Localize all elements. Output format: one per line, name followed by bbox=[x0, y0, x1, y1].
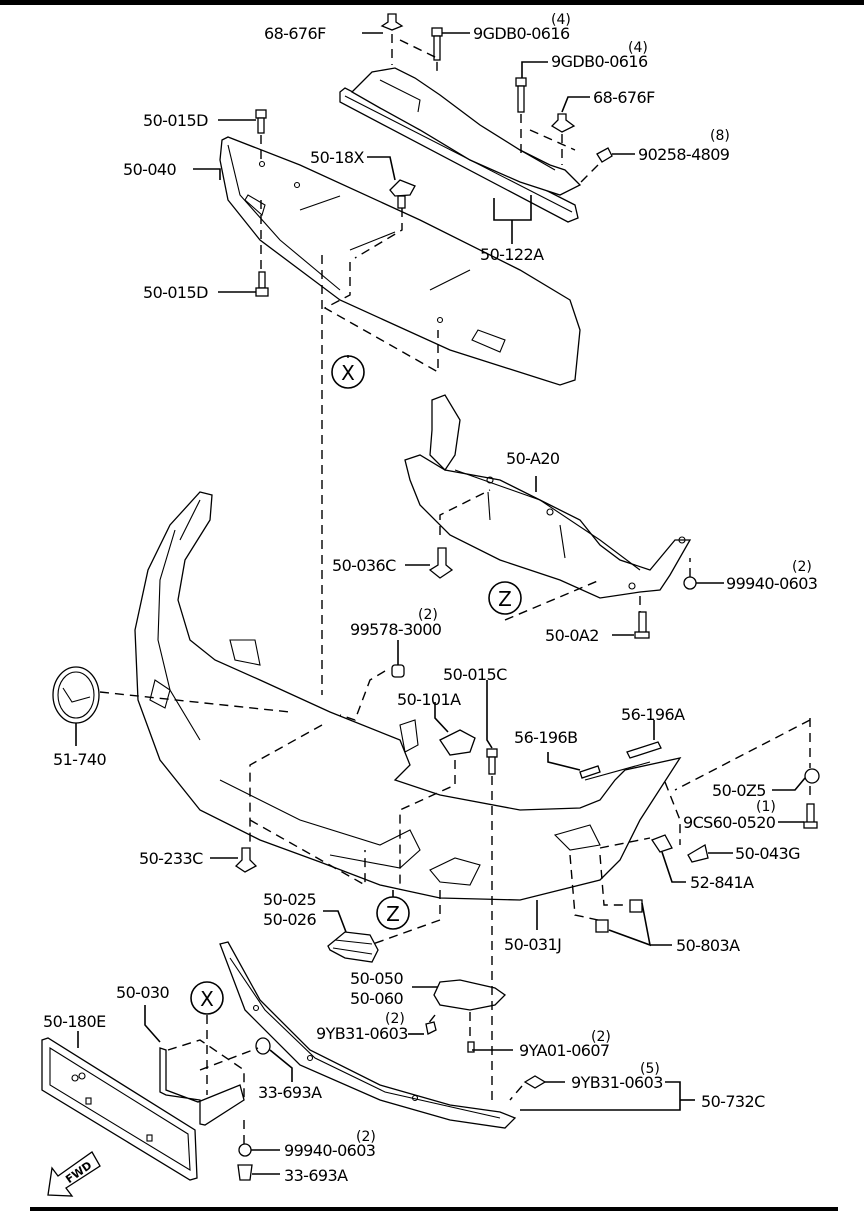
svg-text:Z: Z bbox=[386, 902, 400, 926]
qty-label: (2) bbox=[418, 607, 438, 623]
part-label-33-693A[interactable]: 33-693A bbox=[258, 1083, 323, 1102]
part-label-33-693A[interactable]: 33-693A bbox=[284, 1166, 349, 1185]
fasteners bbox=[234, 13, 820, 1181]
part-label-56-196B[interactable]: 56-196B bbox=[514, 728, 578, 747]
part-label-50-026[interactable]: 50-026 bbox=[263, 910, 317, 929]
part-label-9YA01-0607[interactable]: 9YA01-0607 bbox=[519, 1041, 610, 1060]
part-label-50-036C[interactable]: 50-036C bbox=[332, 556, 397, 575]
part-label-50-0A2[interactable]: 50-0A2 bbox=[545, 626, 599, 645]
part-labels: 68-676F (4) 9GDB0-0616 (4) 9GDB0-0616 68… bbox=[43, 12, 818, 1185]
part-label-50-180E[interactable]: 50-180E bbox=[43, 1012, 107, 1031]
callout-x-top: X bbox=[331, 355, 365, 389]
callout-z-fascia: Z bbox=[376, 890, 410, 930]
qty-label: (8) bbox=[710, 128, 730, 144]
part-label-56-196A[interactable]: 56-196A bbox=[621, 705, 686, 724]
bottom-rule bbox=[30, 1207, 838, 1211]
leader-lines bbox=[75, 32, 806, 1175]
forward-direction-arrow: FWD bbox=[47, 1151, 101, 1197]
part-label-50-040[interactable]: 50-040 bbox=[123, 160, 177, 179]
top-border bbox=[0, 0, 864, 5]
part-label-50-043G[interactable]: 50-043G bbox=[735, 844, 801, 863]
part-label-50-233C[interactable]: 50-233C bbox=[139, 849, 204, 868]
qty-label: (2) bbox=[356, 1129, 376, 1145]
part-label-50-0Z5[interactable]: 50-0Z5 bbox=[712, 781, 766, 800]
qty-label: (2) bbox=[591, 1029, 611, 1045]
qty-label: (4) bbox=[551, 12, 571, 28]
lower-lip-shape bbox=[219, 941, 517, 1129]
emblem-shape bbox=[52, 666, 100, 724]
qty-label: (1) bbox=[756, 799, 776, 815]
part-label-50-A20[interactable]: 50-A20 bbox=[506, 449, 561, 468]
part-label-99940-0603[interactable]: 99940-0603 bbox=[284, 1141, 376, 1160]
part-label-50-122A[interactable]: 50-122A bbox=[480, 245, 545, 264]
part-label-9CS60-0520[interactable]: 9CS60-0520 bbox=[683, 813, 776, 832]
part-label-9GDB0-0616[interactable]: 9GDB0-0616 bbox=[551, 52, 649, 71]
part-label-50-025[interactable]: 50-025 bbox=[263, 890, 317, 909]
part-label-52-841A[interactable]: 52-841A bbox=[690, 873, 755, 892]
svg-text:X: X bbox=[341, 361, 355, 385]
part-label-50-031J[interactable]: 50-031J bbox=[504, 935, 562, 954]
part-label-50-060[interactable]: 50-060 bbox=[350, 989, 404, 1008]
callout-z-bracket: Z bbox=[488, 581, 522, 615]
qty-label: (5) bbox=[640, 1061, 660, 1077]
part-label-9GDB0-0616[interactable]: 9GDB0-0616 bbox=[473, 24, 571, 43]
bumper-bracket-shape bbox=[404, 394, 692, 599]
energy-absorber-shape bbox=[219, 136, 581, 386]
part-label-9YB31-0603[interactable]: 9YB31-0603 bbox=[316, 1024, 408, 1043]
part-label-50-101A[interactable]: 50-101A bbox=[397, 690, 462, 709]
qty-label: (4) bbox=[628, 40, 648, 56]
part-label-50-732C[interactable]: 50-732C bbox=[701, 1092, 766, 1111]
part-label-68-676F[interactable]: 68-676F bbox=[264, 24, 327, 43]
part-label-50-18X[interactable]: 50-18X bbox=[310, 148, 365, 167]
bumper-reinforcement-shape bbox=[339, 67, 582, 223]
qty-label: (2) bbox=[792, 559, 812, 575]
part-label-9YB31-0603[interactable]: 9YB31-0603 bbox=[571, 1073, 663, 1092]
qty-label: (2) bbox=[385, 1011, 405, 1027]
part-label-99940-0603[interactable]: 99940-0603 bbox=[726, 574, 818, 593]
part-label-51-740[interactable]: 51-740 bbox=[53, 750, 107, 769]
part-label-50-050[interactable]: 50-050 bbox=[350, 969, 404, 988]
part-label-99578-3000[interactable]: 99578-3000 bbox=[350, 620, 442, 639]
part-label-68-676F[interactable]: 68-676F bbox=[593, 88, 656, 107]
part-label-50-015C[interactable]: 50-015C bbox=[443, 665, 508, 684]
callout-x-plate: X bbox=[190, 981, 224, 1015]
part-label-50-015D[interactable]: 50-015D bbox=[143, 111, 209, 130]
assembly-lines bbox=[99, 34, 811, 1145]
part-label-50-803A[interactable]: 50-803A bbox=[676, 936, 741, 955]
license-plate-holder-shape bbox=[41, 1037, 245, 1181]
part-label-50-015D[interactable]: 50-015D bbox=[143, 283, 209, 302]
part-label-90258-4809[interactable]: 90258-4809 bbox=[638, 145, 730, 164]
part-label-50-030[interactable]: 50-030 bbox=[116, 983, 170, 1002]
svg-text:Z: Z bbox=[498, 587, 512, 611]
svg-text:X: X bbox=[200, 987, 214, 1011]
